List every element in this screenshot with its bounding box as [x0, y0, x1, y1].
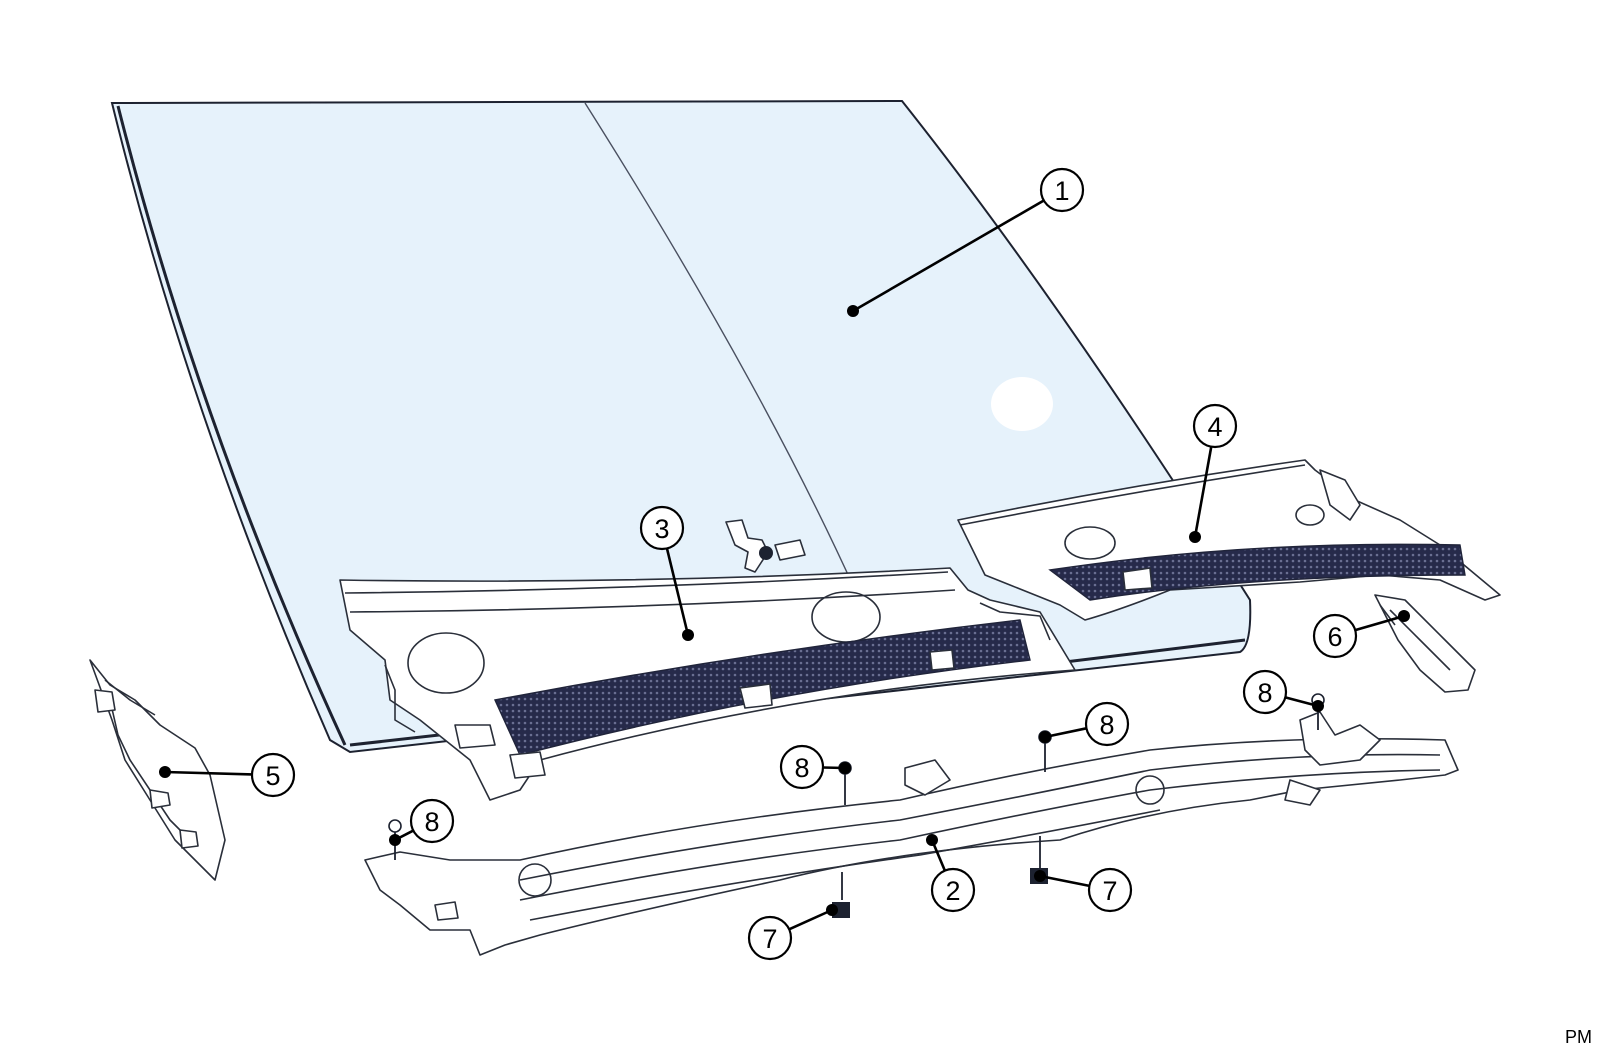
callout-anchor-dot	[682, 629, 694, 641]
mirror-bracket	[725, 519, 806, 573]
callout-2: 2	[926, 834, 976, 913]
callout-circle	[747, 915, 793, 961]
callout-number: 8	[1099, 710, 1114, 740]
callout-anchor-dot	[1189, 531, 1201, 543]
callout-8: 8	[1039, 701, 1130, 747]
callout-1: 1	[847, 167, 1085, 317]
callout-number: 8	[794, 753, 809, 783]
callout-circle	[409, 798, 455, 844]
callout-anchor-dot	[1312, 700, 1324, 712]
callout-leader-line	[1039, 874, 1090, 888]
callout-8: 8	[389, 798, 455, 846]
left-cowl-panel	[339, 567, 1076, 801]
callout-circle	[1084, 701, 1130, 747]
callout-leader-line	[1193, 446, 1213, 538]
right-side-seal	[1374, 594, 1476, 693]
callout-number: 8	[424, 807, 439, 837]
glass-blank-spot	[991, 377, 1053, 431]
callout-circle	[930, 867, 976, 913]
callout-anchor-dot	[389, 834, 401, 846]
callout-5: 5	[159, 752, 296, 798]
callout-leader-line	[665, 548, 690, 636]
callout-8: 8	[779, 744, 851, 790]
callout-anchor-dot	[926, 834, 938, 846]
callout-circle	[250, 752, 296, 798]
callout-anchor-dot	[847, 305, 859, 317]
callout-number: 1	[1054, 176, 1069, 206]
callout-anchor-dot	[839, 762, 851, 774]
left-side-seal	[89, 659, 226, 881]
callout-leader-line	[788, 908, 833, 931]
callout-7: 7	[1034, 867, 1133, 913]
callout-number: 3	[654, 514, 669, 544]
callout-8: 8	[1242, 669, 1324, 715]
callout-anchor-dot	[1398, 610, 1410, 622]
callout-anchor-dot	[1039, 731, 1051, 743]
callout-leader-line	[852, 199, 1045, 313]
callout-circle	[639, 505, 685, 551]
callout-circle	[1039, 167, 1085, 213]
callout-anchor-dot	[1034, 870, 1046, 882]
callout-circle	[1242, 669, 1288, 715]
callout-circle	[1312, 613, 1358, 659]
callout-3: 3	[639, 505, 694, 641]
callout-number: 4	[1207, 412, 1222, 442]
callout-6: 6	[1312, 610, 1410, 659]
callout-anchor-dot	[826, 904, 838, 916]
callout-number: 7	[1102, 876, 1117, 906]
callout-anchor-dot	[159, 766, 171, 778]
callout-7: 7	[747, 904, 838, 961]
diagram-code: PM	[1565, 1027, 1592, 1047]
callout-circle	[1192, 403, 1238, 449]
callout-leader-line	[1354, 614, 1405, 632]
callout-circle	[779, 744, 825, 790]
callout-leader-line	[1044, 727, 1087, 739]
callout-layer: 1 2 3 4 5 6 7 7 8 8 8 8	[159, 167, 1410, 961]
callout-circle	[1087, 867, 1133, 913]
callout-number: 2	[945, 876, 960, 906]
callout-leader-line	[164, 770, 253, 776]
callout-4: 4	[1189, 403, 1238, 543]
callout-number: 8	[1257, 678, 1272, 708]
callout-number: 5	[265, 761, 280, 791]
right-cowl-panel	[957, 459, 1501, 621]
callout-number: 7	[762, 924, 777, 954]
callout-number: 6	[1327, 622, 1342, 652]
cowl-support-bar	[364, 711, 1459, 956]
